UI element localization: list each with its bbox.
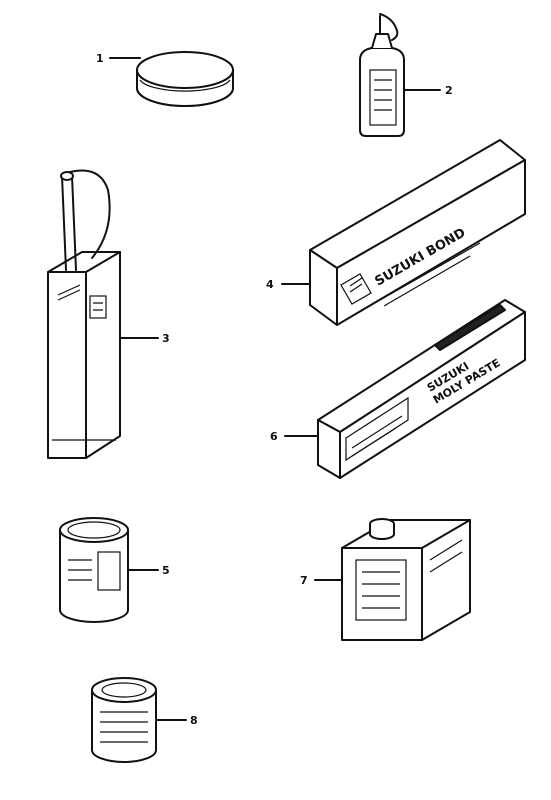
item-7-spout-tin [341, 518, 471, 641]
callout-5: 5 [162, 564, 170, 577]
callout-1: 1 [96, 52, 104, 65]
callout-4: 4 [266, 278, 274, 291]
item-8-short-can [91, 677, 157, 763]
item-3-tin [47, 169, 121, 459]
callout-7: 7 [300, 574, 308, 587]
callout-3: 3 [162, 332, 170, 345]
callout-8: 8 [190, 714, 198, 727]
callout-2: 2 [445, 84, 453, 97]
item-5-can [59, 517, 129, 623]
item-1-lid [136, 51, 234, 107]
item-6-moly-box: SUZUKI MOLY PASTE [317, 299, 526, 479]
callout-6: 6 [270, 430, 278, 443]
item-4-bond-box: SUZUKI BOND [309, 139, 526, 326]
item-2-bottle [359, 13, 405, 137]
